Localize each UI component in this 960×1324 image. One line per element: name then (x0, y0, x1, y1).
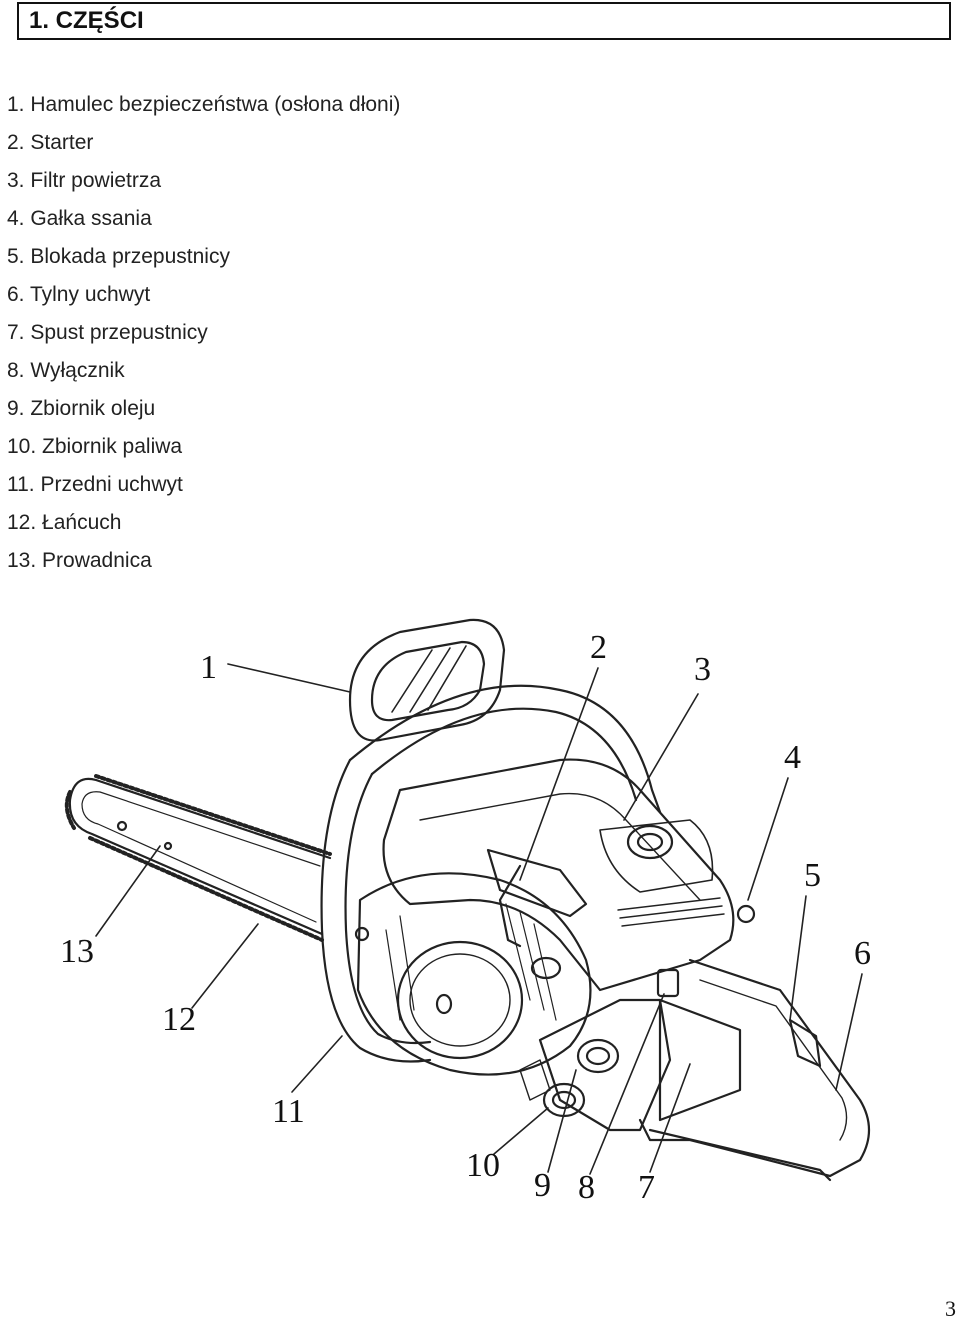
rear-handle-drawing (638, 904, 870, 1182)
callout-9: 9 (534, 1167, 551, 1204)
callout-11: 11 (272, 1093, 305, 1130)
part-item: 3. Filtr powietrza (7, 169, 162, 192)
crankcase-drawing (519, 968, 680, 1132)
leader-lines (95, 663, 863, 1175)
guide-bar-drawing (64, 774, 332, 942)
chainsaw-diagram: 1 2 3 4 5 6 7 8 9 10 11 12 13 (60, 618, 871, 1206)
section-title: 1. CZĘŚCI (29, 7, 144, 34)
callout-5: 5 (804, 857, 821, 894)
part-item: 9. Zbiornik oleju (7, 397, 156, 420)
callout-numbers: 1 2 3 4 5 6 7 8 9 10 11 12 13 (60, 629, 871, 1206)
starter-drawing (354, 872, 592, 1076)
callout-10: 10 (466, 1147, 500, 1184)
part-item: 8. Wyłącznik (7, 359, 125, 382)
callout-2: 2 (590, 629, 607, 666)
callout-7: 7 (638, 1169, 655, 1206)
part-item: 2. Starter (7, 131, 94, 154)
part-item: 4. Gałka ssania (7, 207, 152, 230)
part-item: 11. Przedni uchwyt (7, 473, 183, 496)
callout-12: 12 (162, 1001, 196, 1038)
callout-8: 8 (578, 1169, 595, 1206)
parts-list: 1. Hamulec bezpieczeństwa (osłona dłoni)… (7, 86, 400, 580)
callout-3: 3 (694, 651, 711, 688)
part-item: 1. Hamulec bezpieczeństwa (osłona dłoni) (7, 93, 401, 116)
callout-6: 6 (854, 935, 871, 972)
section-header: 1. CZĘŚCI (17, 2, 951, 40)
callout-13: 13 (60, 933, 94, 970)
part-item: 7. Spust przepustnicy (7, 321, 208, 344)
part-item: 12. Łańcuch (7, 511, 122, 534)
part-item: 13. Prowadnica (7, 549, 152, 572)
callout-4: 4 (784, 739, 801, 776)
page-number: 3 (945, 1296, 956, 1321)
callout-1: 1 (200, 649, 217, 686)
part-item: 6. Tylny uchwyt (7, 283, 151, 306)
part-item: 5. Blokada przepustnicy (7, 245, 230, 268)
part-item: 10. Zbiornik paliwa (7, 435, 183, 458)
hand-guard-drawing (348, 618, 506, 742)
